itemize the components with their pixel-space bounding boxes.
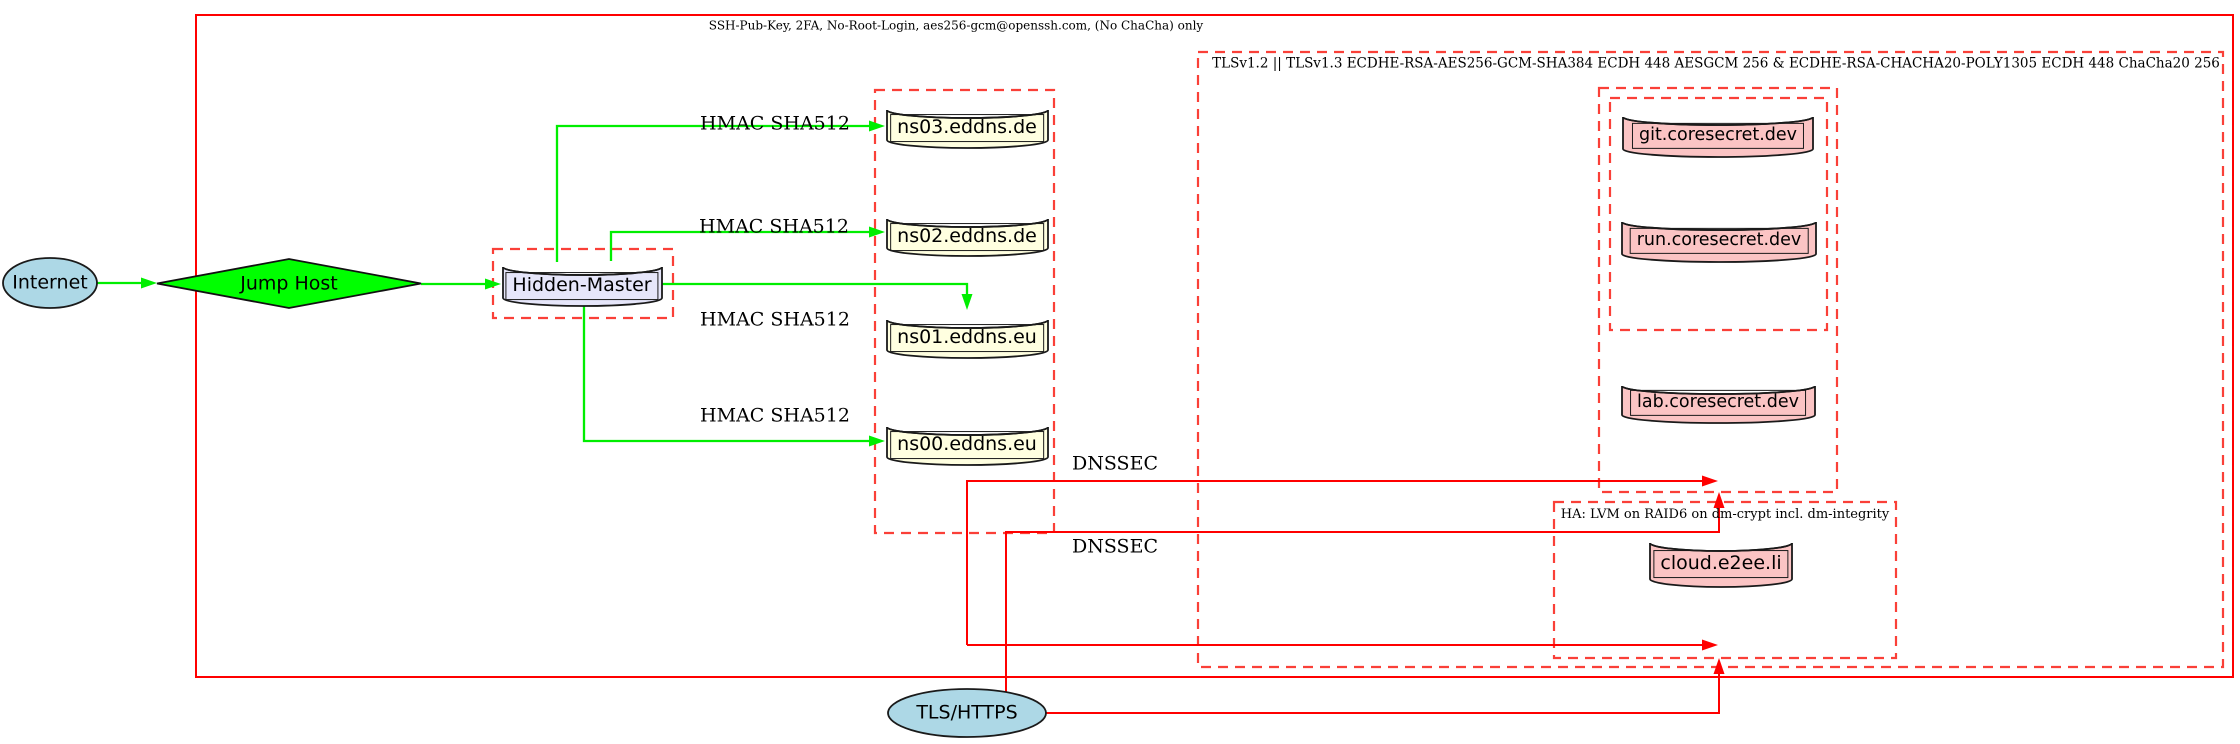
arrowhead-ns03 bbox=[869, 120, 885, 132]
ns03-node-label: ns03.eddns.de bbox=[890, 114, 1044, 142]
hmac-label-ns03: HMAC SHA512 bbox=[700, 112, 850, 135]
tls-https-node-ellipse bbox=[887, 688, 1047, 738]
hmac-label-ns00: HMAC SHA512 bbox=[700, 404, 850, 427]
hidden-master-node-label: Hidden-Master bbox=[505, 272, 659, 300]
arrowhead-tls-coresecret bbox=[1713, 492, 1725, 508]
edge-hiddenmaster-ns01 bbox=[662, 282, 969, 294]
run-node-label: run.coresecret.dev bbox=[1629, 227, 1809, 255]
ha-cluster-box bbox=[1552, 500, 1898, 660]
cloud-node-label: cloud.e2ee.li bbox=[1653, 550, 1789, 578]
ns02-node-label: ns02.eddns.de bbox=[890, 223, 1044, 251]
arrowhead-jumphost bbox=[141, 277, 157, 289]
ns00-cylinder bbox=[886, 426, 1049, 466]
tls-https-node-label: TLS/HTTPS bbox=[916, 701, 1018, 724]
ssh-cluster-box bbox=[195, 14, 2234, 678]
dnssec-label-coresecret: DNSSEC bbox=[1072, 452, 1158, 475]
arrowhead-ns01 bbox=[961, 294, 973, 310]
nameserver-cluster-box bbox=[873, 88, 1056, 535]
arrowhead-tls-ha bbox=[1713, 658, 1725, 674]
tls-cluster-label: TLSv1.2 || TLSv1.3 ECDHE-RSA-AES256-GCM-… bbox=[1212, 55, 2220, 72]
git-node-label: git.coresecret.dev bbox=[1631, 122, 1805, 150]
green-arrowheads bbox=[141, 120, 973, 447]
ha-cluster-label: HA: LVM on RAID6 on dm-crypt incl. dm-in… bbox=[1560, 506, 1890, 522]
arrowhead-dnssec-coresecret bbox=[1702, 475, 1718, 487]
hidden-master-cylinder bbox=[502, 266, 663, 307]
dnssec-label-ha: DNSSEC bbox=[1072, 535, 1158, 558]
ns01-node-label: ns01.eddns.eu bbox=[890, 324, 1044, 352]
internet-node-label: Internet bbox=[12, 271, 88, 294]
edge-hiddenmaster-ns00 bbox=[582, 306, 869, 443]
red-arrowheads bbox=[1702, 475, 1725, 674]
ns01-cylinder bbox=[886, 319, 1049, 359]
coresecret-inner-cluster-box bbox=[1608, 96, 1829, 332]
edge-tls-coresecret bbox=[1005, 508, 1720, 692]
jump-host-node-label: Jump Host bbox=[240, 272, 338, 295]
red-edges bbox=[966, 480, 1720, 714]
ns02-cylinder bbox=[886, 218, 1049, 257]
arrowhead-ns00 bbox=[869, 435, 885, 447]
arrowhead-dnssec-ha bbox=[1702, 639, 1718, 651]
edge-hiddenmaster-ns03 bbox=[555, 124, 869, 262]
cylinder-nodes bbox=[502, 109, 1817, 588]
coresecret-outer-cluster-box bbox=[1597, 86, 1839, 494]
edge-tls-ha bbox=[1045, 674, 1720, 714]
lab-cylinder bbox=[1621, 385, 1816, 424]
arrowhead-ns02 bbox=[869, 226, 885, 238]
green-edges bbox=[97, 124, 969, 443]
hmac-label-ns02: HMAC SHA512 bbox=[699, 215, 849, 238]
ns03-cylinder bbox=[886, 109, 1049, 149]
ns00-node-label: ns00.eddns.eu bbox=[890, 431, 1044, 459]
edge-dnssec-coresecret bbox=[966, 480, 1702, 645]
git-cylinder bbox=[1622, 116, 1814, 158]
run-cylinder bbox=[1621, 221, 1817, 263]
tls-cluster-box bbox=[1196, 50, 2225, 669]
ssh-cluster-label: SSH-Pub-Key, 2FA, No-Root-Login, aes256-… bbox=[708, 18, 1204, 33]
hmac-label-ns01: HMAC SHA512 bbox=[700, 308, 850, 331]
internet-node-ellipse bbox=[2, 257, 98, 309]
lab-node-label: lab.coresecret.dev bbox=[1630, 389, 1806, 417]
arrowhead-hiddenmaster bbox=[485, 278, 501, 290]
edge-hiddenmaster-ns02 bbox=[609, 230, 869, 261]
jump-host-node-diamond bbox=[156, 258, 422, 309]
